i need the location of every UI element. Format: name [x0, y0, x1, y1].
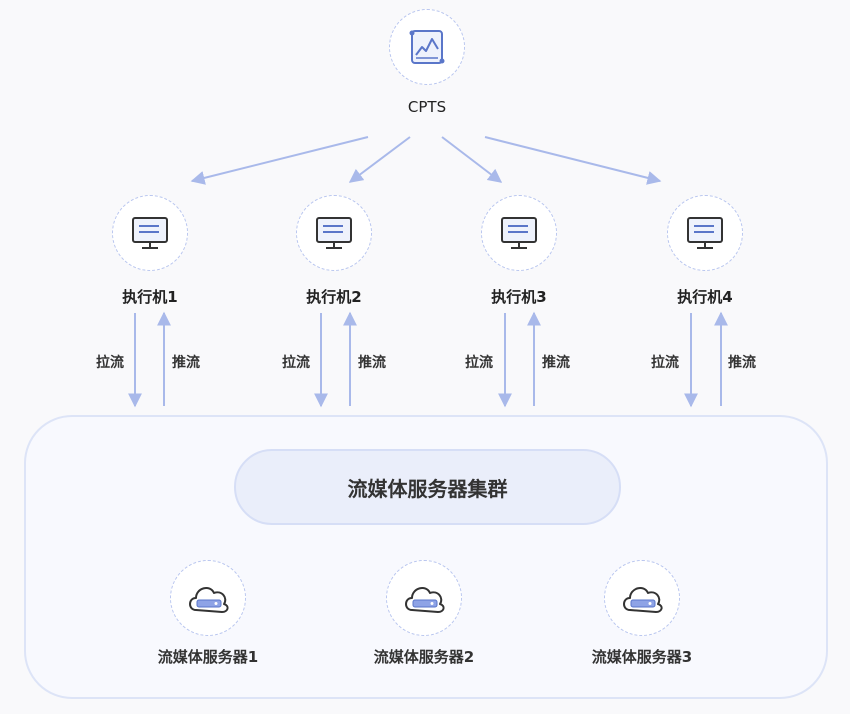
- executor-3-push-label: 推流: [542, 355, 570, 371]
- server-1-label: 流媒体服务器1: [157, 648, 259, 666]
- server-1-node: [170, 560, 246, 636]
- arrow-cpts-to-executor-4: [484, 136, 662, 185]
- cloud-server-icon: [189, 586, 229, 613]
- arrow-cpts-to-executor-3: [441, 136, 503, 183]
- chart-document-icon: [409, 30, 445, 64]
- executor-4-pull-label: 拉流: [651, 355, 679, 371]
- server-2-node: [386, 560, 462, 636]
- executor-3-pull-label: 拉流: [465, 355, 493, 371]
- executor-1-push-label: 推流: [172, 355, 200, 371]
- monitor-icon: [687, 217, 723, 249]
- executor-2-pull-label: 拉流: [282, 355, 310, 371]
- executor-4-push-label: 推流: [728, 355, 756, 371]
- monitor-icon: [316, 217, 352, 249]
- executor-4-label: 执行机4: [677, 288, 733, 306]
- executor-3-node: [481, 195, 557, 271]
- cloud-server-icon: [405, 586, 445, 613]
- executor-3-label: 执行机3: [491, 288, 547, 306]
- monitor-icon: [132, 217, 168, 249]
- arrow-cpts-to-executor-1: [190, 136, 369, 185]
- arrow-cpts-to-executor-2: [348, 136, 411, 183]
- executor-1-pull-label: 拉流: [96, 355, 124, 371]
- executor-1-node: [112, 195, 188, 271]
- executor-2-node: [296, 195, 372, 271]
- monitor-icon: [501, 217, 537, 249]
- executor-2-label: 执行机2: [306, 288, 362, 306]
- executor-4-node: [667, 195, 743, 271]
- server-2-label: 流媒体服务器2: [373, 648, 475, 666]
- server-3-label: 流媒体服务器3: [591, 648, 693, 666]
- cpts-label: CPTS: [407, 98, 447, 116]
- server-3-node: [604, 560, 680, 636]
- executor-2-push-label: 推流: [358, 355, 386, 371]
- cpts-node: [389, 9, 465, 85]
- executor-1-label: 执行机1: [122, 288, 178, 306]
- cloud-server-icon: [623, 586, 663, 613]
- cluster-title: 流媒体服务器集群: [234, 449, 621, 525]
